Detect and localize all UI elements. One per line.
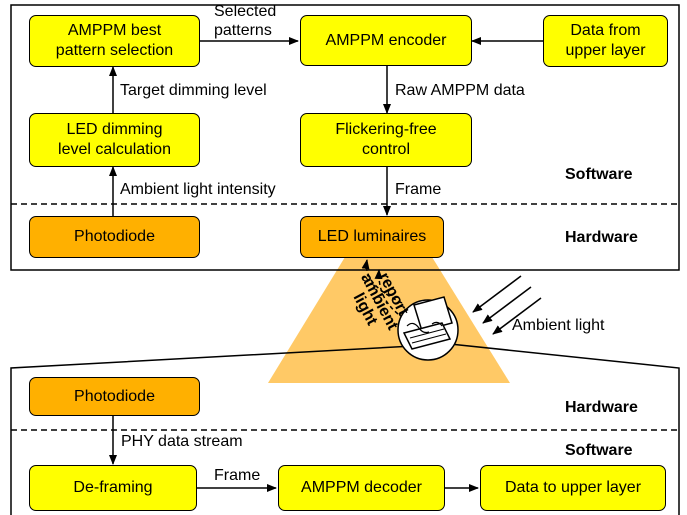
- decoder-box: AMPPM decoder: [278, 465, 445, 511]
- ambient-ray-3: [492, 297, 542, 335]
- top-frame: [10, 4, 680, 271]
- bottom-hardware-label: Hardware: [565, 399, 638, 416]
- top-frame-label: Frame: [395, 181, 442, 198]
- top-photodiode-box: Photodiode: [29, 216, 200, 258]
- bottom-photodiode-box: Photodiode: [29, 377, 200, 416]
- ambient-ray-2: [482, 286, 532, 324]
- luminaires-box: LED luminaires: [300, 216, 444, 258]
- ambient-ray-1: [472, 275, 522, 313]
- data-to-upper-box: Data to upper layer: [480, 465, 666, 511]
- laptop-icon: [397, 296, 459, 361]
- dimming-calc-box: LED dimming level calculation: [29, 113, 200, 167]
- flicker-free-box: Flickering-free control: [300, 113, 472, 167]
- ambient-intensity-label: Ambient light intensity: [120, 181, 276, 198]
- raw-data-label: Raw AMPPM data: [395, 82, 525, 99]
- top-software-label: Software: [565, 166, 633, 183]
- report-arrow-inner: [374, 269, 399, 315]
- ambient-light-label: Ambient light: [512, 317, 605, 334]
- target-dimming-label: Target dimming level: [120, 82, 267, 99]
- report-arrow-outer: [361, 259, 403, 304]
- bottom-frame-label: Frame: [214, 467, 261, 484]
- bottom-software-label: Software: [565, 442, 633, 459]
- best-pattern-box: AMPPM best pattern selection: [29, 15, 200, 67]
- encoder-box: AMPPM encoder: [300, 15, 472, 66]
- selected-patterns-label: Selected patterns: [214, 3, 277, 39]
- data-from-upper-box: Data from upper layer: [543, 15, 668, 67]
- top-hardware-label: Hardware: [565, 229, 638, 246]
- phy-stream-label: PHY data stream: [121, 433, 243, 450]
- deframing-box: De-framing: [29, 465, 197, 511]
